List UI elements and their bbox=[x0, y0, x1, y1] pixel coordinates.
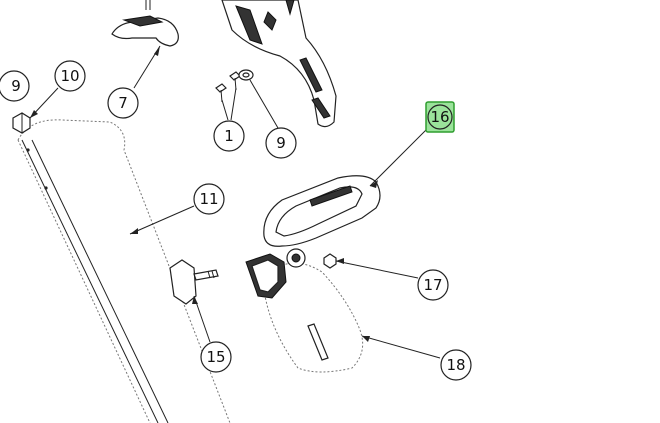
tube-hole bbox=[26, 148, 30, 152]
callout-16-highlighted[interactable]: 16 bbox=[425, 101, 455, 133]
upper-handle-frame bbox=[221, 0, 337, 128]
part-11-tube bbox=[17, 119, 231, 423]
callout-label: 15 bbox=[206, 348, 225, 366]
tube-hole bbox=[44, 186, 48, 190]
callout-label: 18 bbox=[446, 356, 465, 374]
callout-label: 7 bbox=[118, 94, 128, 112]
part-18-clamp bbox=[263, 262, 364, 373]
callout-label: 10 bbox=[60, 67, 79, 85]
callout-15[interactable]: 15 bbox=[200, 341, 232, 373]
callout-10[interactable]: 10 bbox=[54, 60, 86, 92]
callout-1[interactable]: 1 bbox=[213, 120, 245, 152]
part-10-nut bbox=[12, 112, 31, 134]
part-9-washer bbox=[238, 69, 254, 81]
callout-label: 9 bbox=[11, 77, 21, 95]
callout-label: 16 bbox=[430, 108, 449, 126]
clamp-hardware bbox=[245, 248, 306, 299]
callout-9-left[interactable]: 9 bbox=[0, 70, 30, 102]
callout-7[interactable]: 7 bbox=[107, 87, 139, 119]
callout-11[interactable]: 11 bbox=[193, 183, 225, 215]
callout-label: 11 bbox=[199, 190, 218, 208]
part-7-latch bbox=[111, 0, 179, 47]
part-1-pins bbox=[215, 71, 241, 103]
callout-label: 9 bbox=[276, 134, 286, 152]
leader-lines bbox=[29, 45, 441, 359]
part-16-grip bbox=[263, 175, 381, 247]
callout-9-middle[interactable]: 9 bbox=[265, 127, 297, 159]
callout-17[interactable]: 17 bbox=[417, 269, 449, 301]
callout-label: 17 bbox=[423, 276, 442, 294]
callout-label: 1 bbox=[224, 127, 234, 145]
part-15-knob bbox=[169, 259, 219, 305]
part-17-nut bbox=[323, 253, 337, 269]
callout-18[interactable]: 18 bbox=[440, 349, 472, 381]
